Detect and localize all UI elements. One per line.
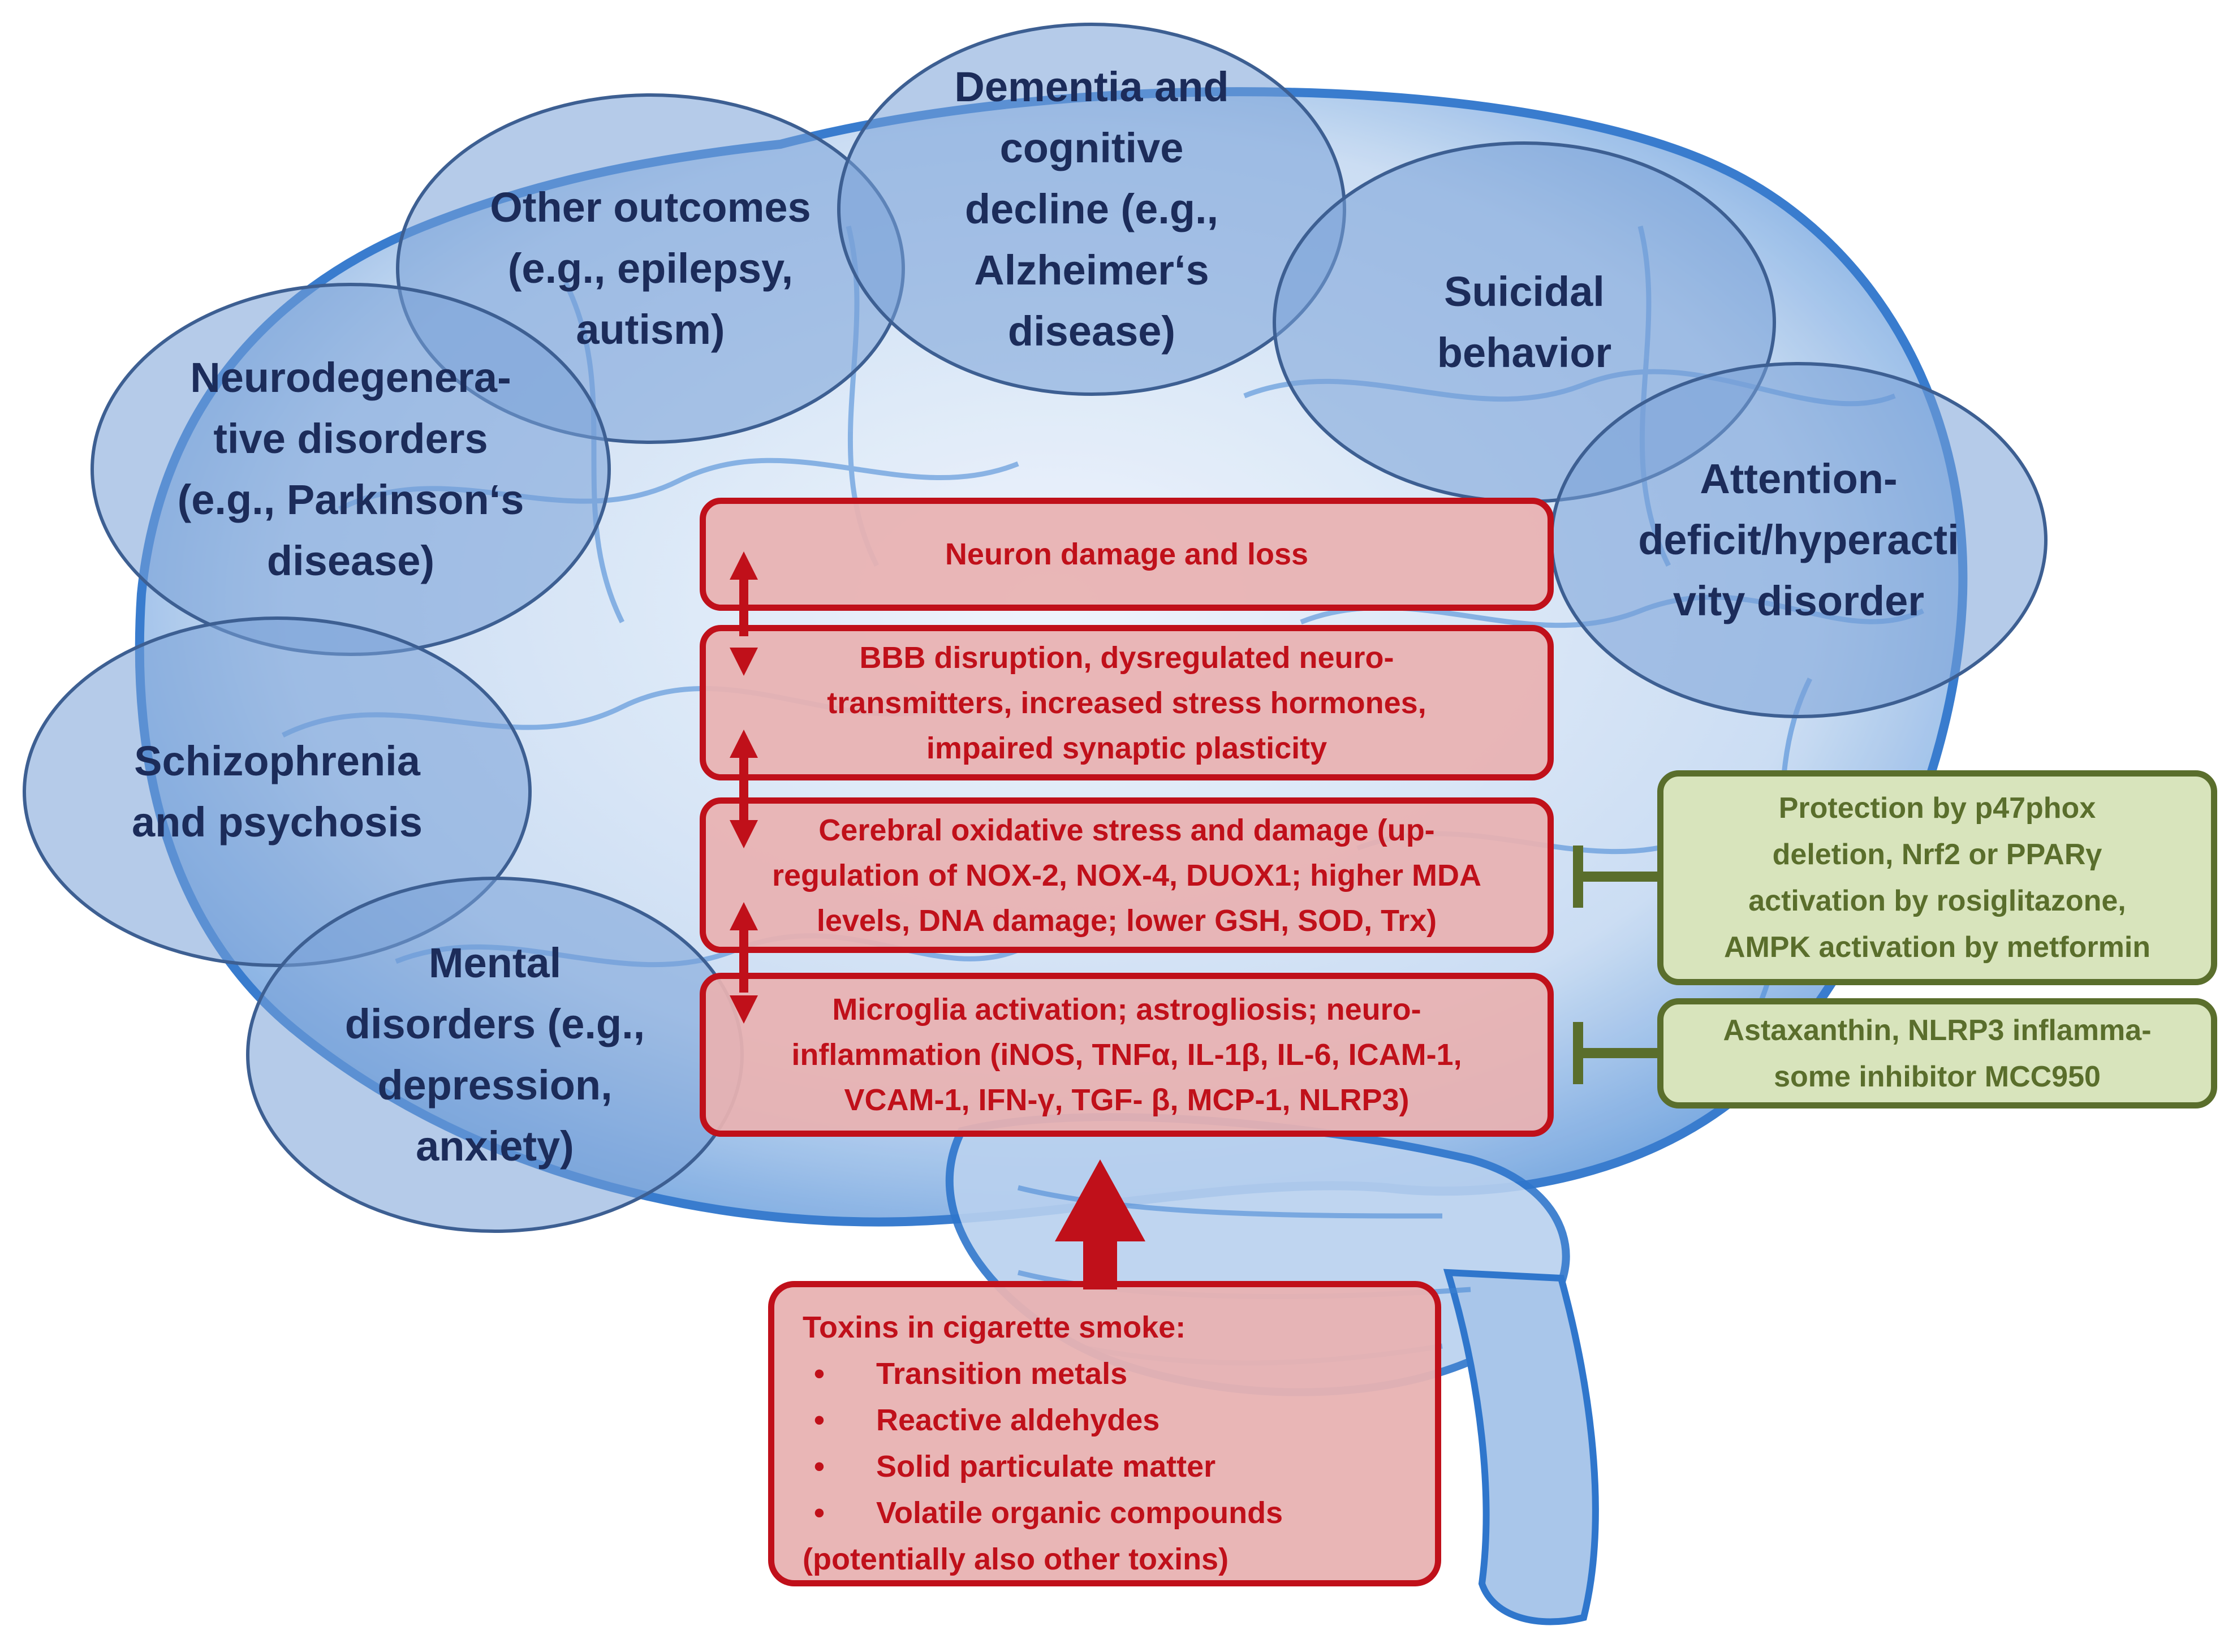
outcome-dementia-label: Dementia and cognitive decline (e.g., Al… — [954, 63, 1229, 355]
outcome-schizophrenia-ellipse: Schizophrenia and psychosis — [23, 616, 532, 967]
bullet-icon: • — [814, 1357, 825, 1391]
outcome-adhd-ellipse: Attention- deficit/hyperacti vity disord… — [1550, 362, 2048, 718]
mechanism-oxidative-label: Cerebral oxidative stress and damage (up… — [771, 813, 1482, 938]
mechanism-microglia-box: Microglia activation; astrogliosis; neur… — [700, 973, 1554, 1137]
toxin-item-label: Transition metals — [876, 1357, 1128, 1391]
mechanism-bbb-box: BBB disruption, dysregulated neuro- tran… — [700, 625, 1554, 780]
mechanism-neuron-damage-box: Neuron damage and loss — [700, 498, 1554, 611]
outcome-mental-label: Mental disorders (e.g., depression, anxi… — [344, 939, 645, 1170]
toxin-item: • Reactive aldehydes — [803, 1397, 1407, 1443]
mechanism-oxidative-box: Cerebral oxidative stress and damage (up… — [700, 797, 1554, 953]
toxin-item: • Volatile organic compounds — [803, 1490, 1407, 1536]
brain-stem-shape — [1443, 1269, 1599, 1625]
toxins-box: Toxins in cigarette smoke: • Transition m… — [768, 1281, 1441, 1586]
protection-oxidative-box: Protection by p47phox deletion, Nrf2 or … — [1657, 770, 2217, 985]
bullet-icon: • — [814, 1496, 825, 1530]
toxins-footer: (potentially also other toxins) — [803, 1542, 1229, 1576]
toxins-title: Toxins in cigarette smoke: — [803, 1310, 1186, 1344]
mechanism-bbb-label: BBB disruption, dysregulated neuro- tran… — [827, 640, 1426, 765]
outcome-adhd-label: Attention- deficit/hyperacti vity disord… — [1638, 455, 1959, 624]
outcome-neurodegenerative-label: Neurodegenera- tive disorders (e.g., Par… — [177, 354, 524, 584]
outcome-suicidal-label: Suicidal behavior — [1437, 268, 1612, 376]
bullet-icon: • — [814, 1450, 825, 1483]
outcome-schizophrenia-label: Schizophrenia and psychosis — [131, 737, 423, 846]
protection-inflammation-label: Astaxanthin, NLRP3 inflamma- some inhibi… — [1723, 1013, 2152, 1093]
toxin-item: • Transition metals — [803, 1351, 1407, 1397]
protection-inflammation-box: Astaxanthin, NLRP3 inflamma- some inhibi… — [1657, 998, 2217, 1108]
toxin-item-label: Reactive aldehydes — [876, 1403, 1160, 1437]
bullet-icon: • — [814, 1403, 825, 1437]
toxin-item-label: Volatile organic compounds — [876, 1496, 1283, 1530]
protection-oxidative-label: Protection by p47phox deletion, Nrf2 or … — [1723, 792, 2151, 964]
outcome-other-label: Other outcomes (e.g., epilepsy, autism) — [490, 184, 811, 353]
outcome-neurodegenerative-ellipse: Neurodegenera- tive disorders (e.g., Par… — [90, 283, 611, 656]
toxin-item: • Solid particulate matter — [803, 1443, 1407, 1490]
outcome-dementia-ellipse: Dementia and cognitive decline (e.g., Al… — [837, 23, 1346, 396]
mechanism-neuron-damage-label: Neuron damage and loss — [945, 537, 1309, 571]
toxin-item-label: Solid particulate matter — [876, 1450, 1216, 1483]
mechanism-microglia-label: Microglia activation; astrogliosis; neur… — [791, 993, 1462, 1117]
outcome-mental-ellipse: Mental disorders (e.g., depression, anxi… — [246, 877, 744, 1233]
